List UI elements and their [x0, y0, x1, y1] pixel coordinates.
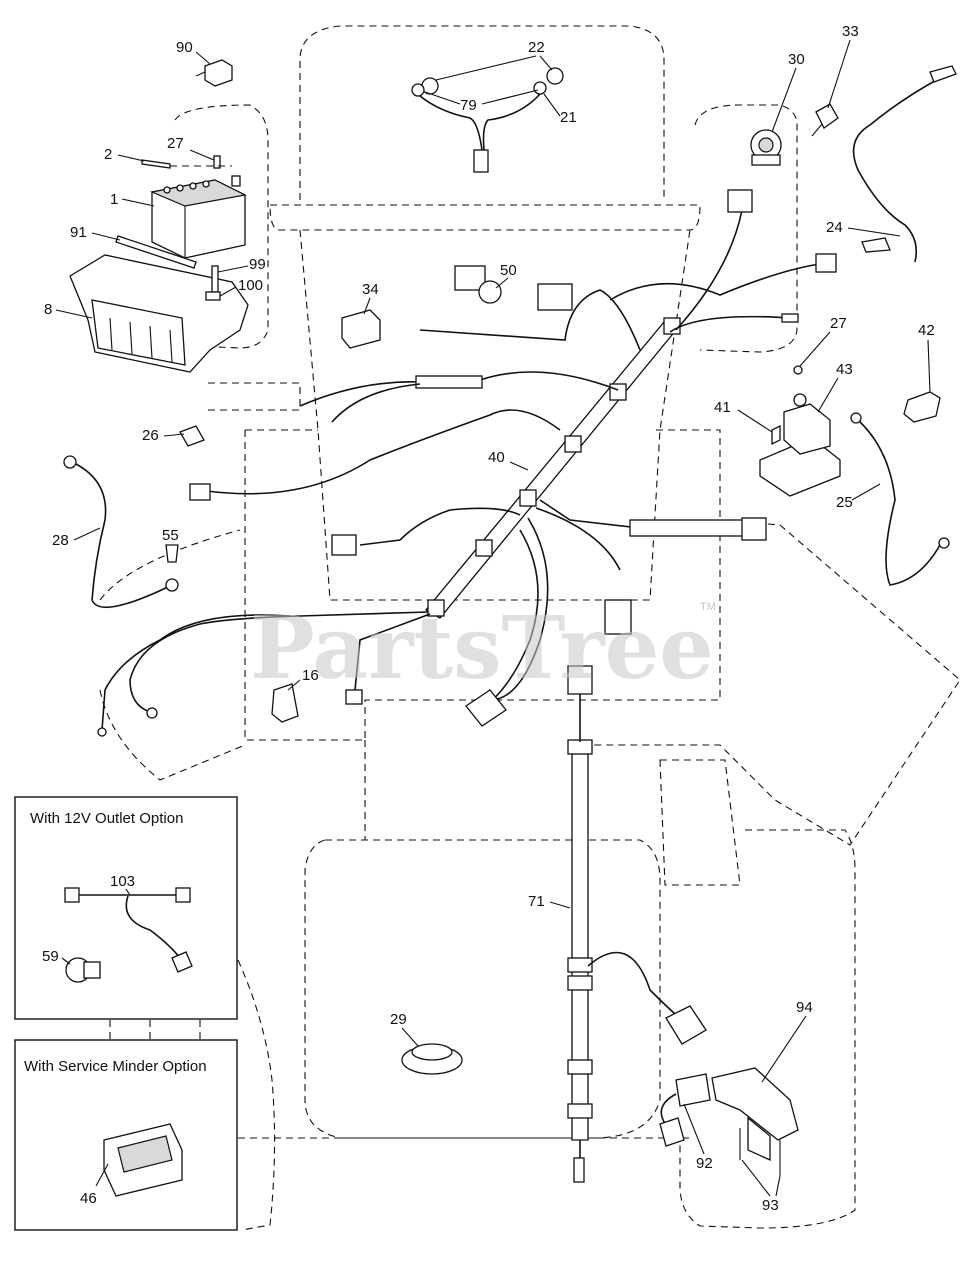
part-42-boot	[903, 391, 941, 423]
part-50-switch	[454, 265, 502, 304]
part-93-screws	[739, 1128, 781, 1176]
part-46-service-minder	[103, 1123, 183, 1197]
part-8-battery-tray	[69, 254, 249, 373]
part-2-bolt	[141, 159, 171, 169]
callout-103: 103	[110, 873, 135, 890]
part-59-outlet	[65, 957, 101, 983]
part-71-rear-harness	[567, 665, 707, 1183]
part-94-switch-bracket	[711, 1067, 799, 1162]
callout-43: 43	[836, 361, 853, 378]
part-16-clip	[271, 683, 299, 723]
part-30-ignition-switch	[750, 129, 782, 166]
part-33-key	[811, 103, 839, 137]
callout-8: 8	[44, 301, 52, 318]
callout-92: 92	[696, 1155, 713, 1172]
callout-59: 59	[42, 948, 59, 965]
part-27-nut-top	[170, 155, 232, 169]
callout-42: 42	[918, 322, 935, 339]
callout-50: 50	[500, 262, 517, 279]
part-43-solenoid	[759, 393, 841, 497]
watermark-text: PartsTree	[250, 598, 714, 699]
callout-26: 26	[142, 427, 159, 444]
part-28-cable	[63, 455, 179, 608]
callout-79: 79	[460, 97, 477, 114]
callout-33: 33	[842, 23, 859, 40]
outlet-connector-b	[175, 887, 191, 903]
callout-27-top: 27	[167, 135, 184, 152]
outlet-connector-c	[171, 951, 193, 973]
callout-27-right: 27	[830, 315, 847, 332]
part-100-nut	[205, 291, 221, 301]
part-99-screw	[211, 265, 219, 293]
outlet-wire-branch	[125, 895, 181, 959]
callout-94: 94	[796, 999, 813, 1016]
part-29-sensor	[401, 1043, 463, 1075]
callout-99: 99	[249, 256, 266, 273]
part-91-hold-down	[115, 235, 197, 269]
callout-34: 34	[362, 281, 379, 298]
callout-30: 30	[788, 51, 805, 68]
part-25-cable	[850, 412, 950, 586]
service-minder-option-box: With Service Minder Option	[14, 1039, 238, 1231]
part-1-battery	[149, 175, 247, 259]
ground-wires	[97, 614, 291, 737]
callout-40: 40	[488, 449, 505, 466]
callout-100: 100	[238, 277, 263, 294]
part-92-switch	[659, 1073, 711, 1147]
callout-46: 46	[80, 1190, 97, 1207]
watermark-trademark: TM	[700, 601, 716, 613]
part-34-switch	[341, 309, 381, 349]
callout-24: 24	[826, 219, 843, 236]
outlet-option-box: With 12V Outlet Option	[14, 796, 238, 1020]
callout-71: 71	[528, 893, 545, 910]
callout-91: 91	[70, 224, 87, 241]
callout-90: 90	[176, 39, 193, 56]
callout-1: 1	[110, 191, 118, 208]
part-41-bolt	[771, 424, 781, 446]
callout-25: 25	[836, 494, 853, 511]
callouts: 90 27 2 1 91 99 100 8 22 79 21 30 33 24 …	[42, 23, 935, 1214]
part-21-22-headlights	[411, 67, 564, 173]
part-55-bolt	[165, 544, 179, 563]
callout-29: 29	[390, 1011, 407, 1028]
tractor-outline	[99, 25, 961, 1231]
callout-93: 93	[762, 1197, 779, 1214]
callout-55: 55	[162, 527, 179, 544]
callout-2: 2	[104, 146, 112, 163]
callout-41: 41	[714, 399, 731, 416]
callout-21: 21	[560, 109, 577, 126]
callout-22: 22	[528, 39, 545, 56]
part-24-cable	[852, 65, 957, 263]
part-27-nut	[793, 365, 803, 375]
part-40-main-harness	[129, 189, 837, 727]
callout-16: 16	[302, 667, 319, 684]
switch-label-plate	[537, 283, 573, 311]
outlet-option-title: With 12V Outlet Option	[30, 810, 183, 827]
part-90-connector	[195, 59, 233, 87]
part-26-terminal	[179, 425, 205, 447]
service-minder-option-title: With Service Minder Option	[24, 1058, 207, 1075]
callout-28: 28	[52, 532, 69, 549]
outlet-connector-a	[64, 887, 80, 903]
